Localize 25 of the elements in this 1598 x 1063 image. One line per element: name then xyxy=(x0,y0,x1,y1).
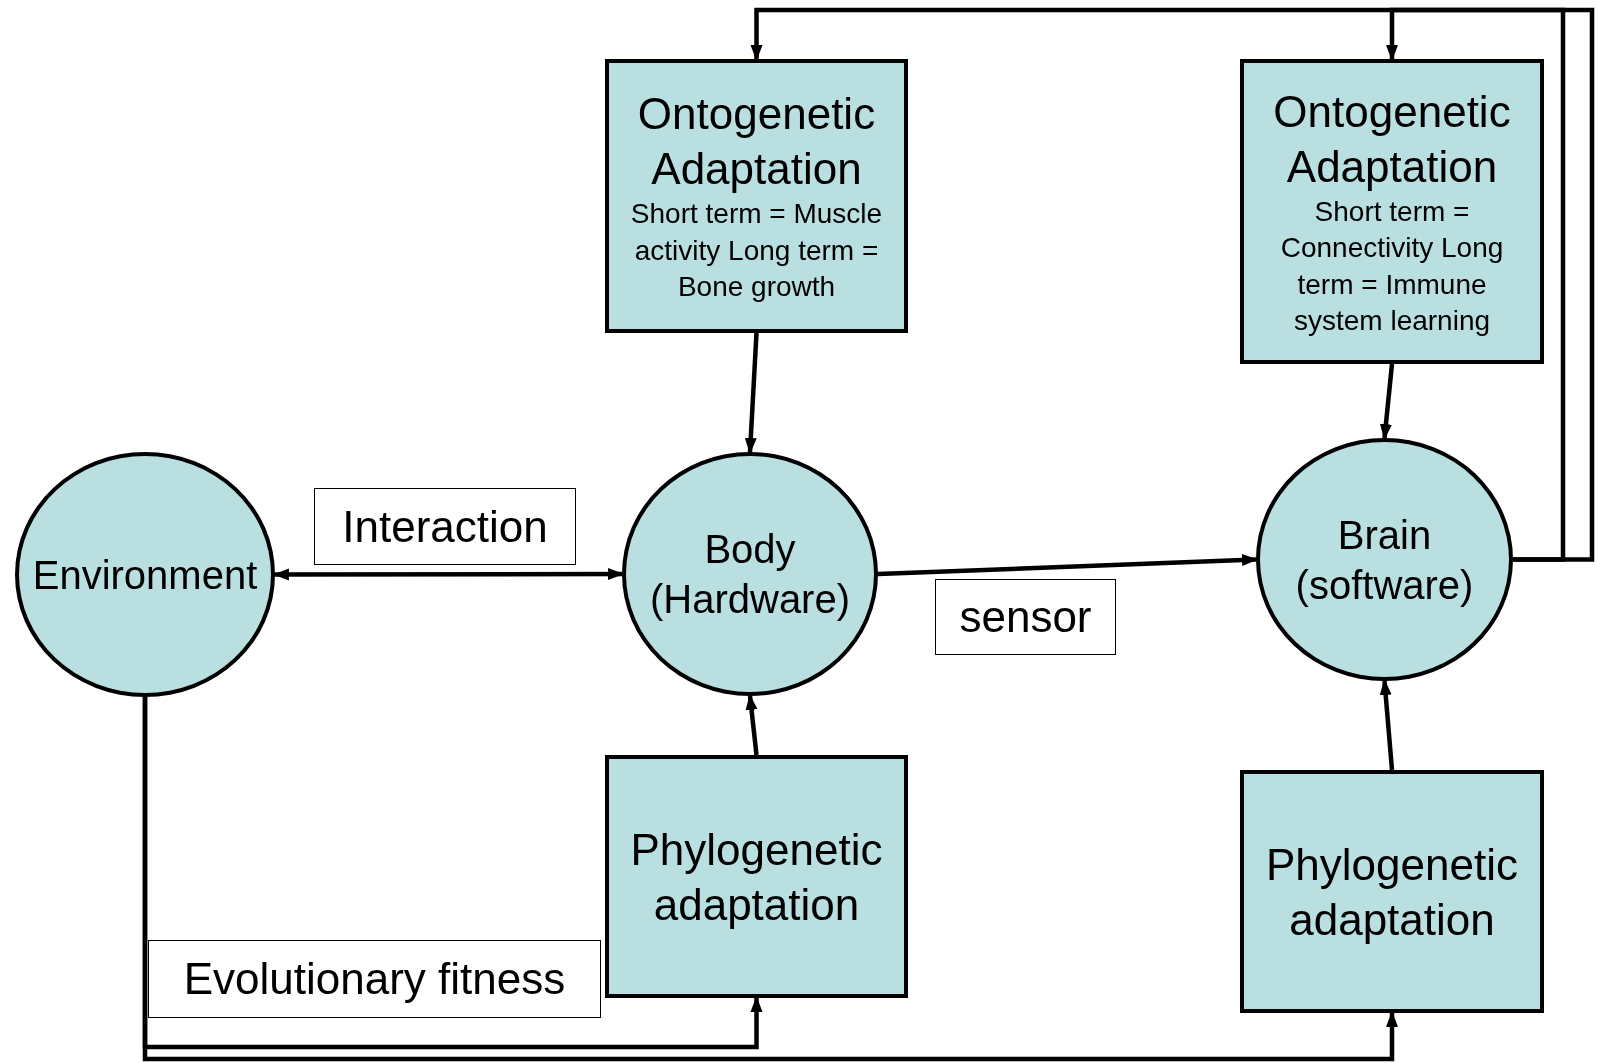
arrow xyxy=(750,7,1595,562)
node-title: Ontogenetic Adaptation xyxy=(1272,85,1512,193)
node-title: Brain (software) xyxy=(1294,511,1475,609)
node-title: Environment xyxy=(32,551,258,599)
edge-label: Interaction xyxy=(314,488,576,565)
arrow xyxy=(273,568,624,581)
arrow xyxy=(1379,363,1395,440)
edge-label: Evolutionary fitness xyxy=(148,940,601,1018)
process-box xyxy=(605,755,908,998)
node-title: Phylogenetic adaptation xyxy=(1265,838,1519,946)
process-box xyxy=(605,59,908,333)
node-title: Body (Hardware) xyxy=(648,526,851,623)
node-description: Short term = Connectivity Long term = Immune system learning xyxy=(1279,194,1505,338)
arrow xyxy=(1379,679,1395,771)
node-title: Ontogenetic Adaptation xyxy=(636,88,877,196)
arrow xyxy=(745,694,759,756)
arrow xyxy=(877,554,1258,577)
arrow xyxy=(744,332,759,454)
arrow xyxy=(142,697,1398,1062)
node-title: Phylogenetic adaptation xyxy=(629,823,884,931)
node-description: Short term = Muscle activity Long term = Bone growth xyxy=(629,197,884,305)
process-box xyxy=(1240,770,1544,1013)
process-box xyxy=(1240,59,1544,364)
edge-label: sensor xyxy=(935,579,1116,655)
arrow xyxy=(1386,7,1566,562)
